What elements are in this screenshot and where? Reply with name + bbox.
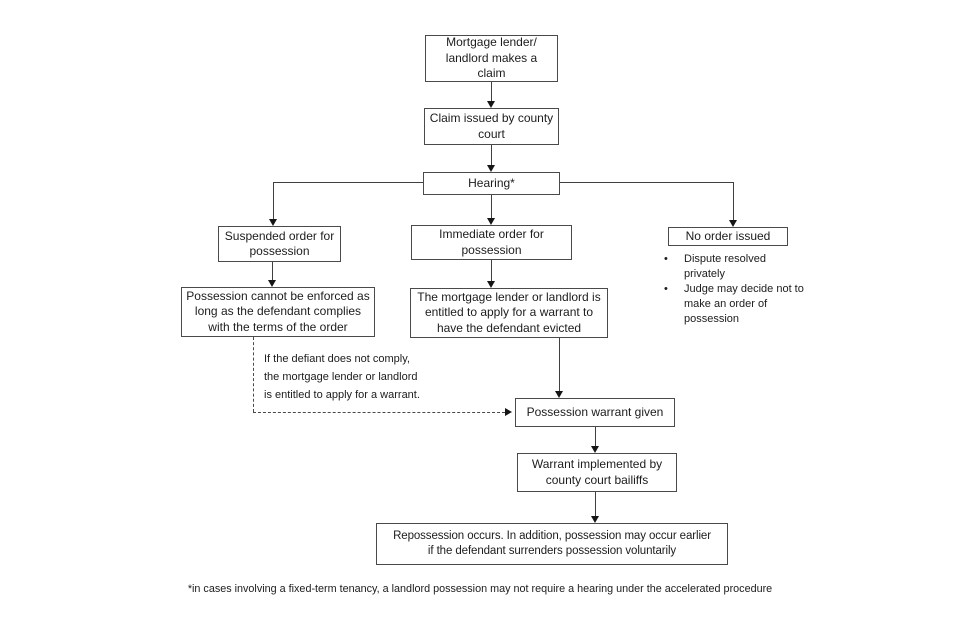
node-claim-issued: Claim issued by county court <box>424 108 559 145</box>
node-claim-made: Mortgage lender/ landlord makes a claim <box>425 35 558 82</box>
node-immediate-detail: The mortgage lender or landlord is entit… <box>410 288 608 338</box>
line-claim-issued-to-hearing <box>491 145 492 166</box>
bullet-dot-icon: • <box>664 253 668 265</box>
node-warrant-given: Possession warrant given <box>515 398 675 427</box>
line-hearing-to-immediate <box>491 195 492 218</box>
node-no-order: No order issued <box>668 227 788 246</box>
line-warrant-given-to-implemented <box>595 427 596 446</box>
line-implemented-to-repossession <box>595 492 596 516</box>
bullet-text: Dispute resolved privately <box>684 253 766 280</box>
bullet-dot-icon: • <box>664 283 668 295</box>
bullet-item: • Judge may decide not to make an order … <box>662 282 812 327</box>
down-arrowhead-icon <box>729 220 737 227</box>
line-suspended-to-detail <box>272 262 273 280</box>
dashed-line-horizontal <box>253 412 505 413</box>
down-arrowhead-icon <box>591 446 599 453</box>
line-detail-to-warrant-given <box>559 338 560 391</box>
node-hearing: Hearing* <box>423 172 560 195</box>
bullet-text: Judge may decide not to make an order of… <box>684 283 804 325</box>
node-repossession: Repossession occurs. In addition, posses… <box>376 523 728 565</box>
dashed-path-note: If the defiant does not comply, the mort… <box>264 353 420 401</box>
down-arrowhead-icon <box>268 280 276 287</box>
line-hearing-right-branch <box>560 182 733 183</box>
down-arrowhead-icon <box>269 219 277 226</box>
bullet-item: • Dispute resolved privately <box>662 252 812 282</box>
no-order-bullet-list: • Dispute resolved privately • Judge may… <box>662 252 812 327</box>
node-warrant-implemented: Warrant implemented by county court bail… <box>517 453 677 492</box>
down-arrowhead-icon <box>487 281 495 288</box>
line-hearing-to-suspended <box>273 182 274 219</box>
down-arrowhead-icon <box>487 165 495 172</box>
line-hearing-left-branch <box>273 182 423 183</box>
dashed-line-vertical <box>253 337 254 412</box>
line-claim-made-to-claim-issued <box>491 82 492 102</box>
node-suspended-order: Suspended order for possession <box>218 226 341 262</box>
node-suspended-detail: Possession cannot be enforced as long as… <box>181 287 375 337</box>
line-hearing-to-no-order <box>733 182 734 220</box>
down-arrowhead-icon <box>487 101 495 108</box>
right-arrowhead-icon <box>505 408 512 416</box>
node-immediate-order: Immediate order for possession <box>411 225 572 260</box>
down-arrowhead-icon <box>591 516 599 523</box>
down-arrowhead-icon <box>555 391 563 398</box>
line-immediate-to-detail <box>491 260 492 281</box>
footnote: *in cases involving a fixed-term tenancy… <box>187 583 773 595</box>
down-arrowhead-icon <box>487 218 495 225</box>
